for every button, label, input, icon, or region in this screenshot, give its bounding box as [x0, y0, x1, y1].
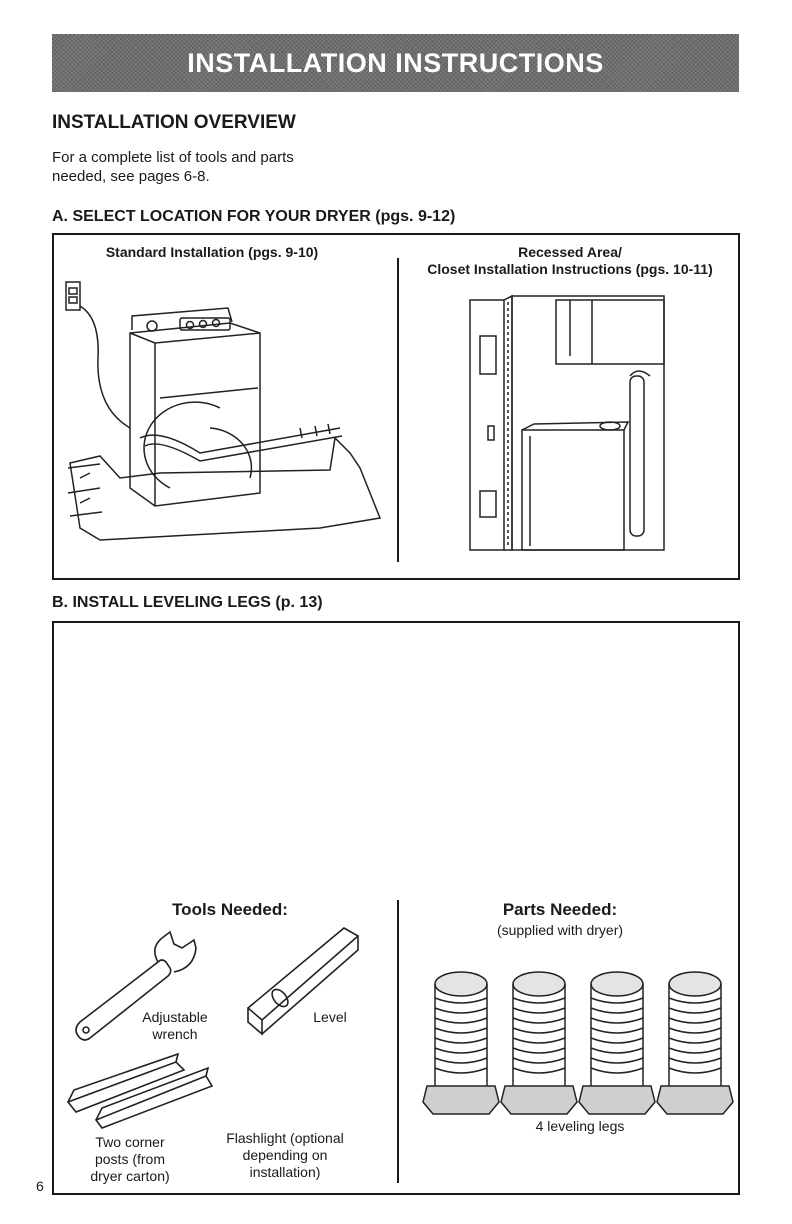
standard-installation-label: Standard Installation (pgs. 9-10) [105, 244, 319, 260]
adjustable-wrench-icon [75, 930, 197, 1041]
level-label: Level [313, 1009, 347, 1025]
location-figure-box [52, 233, 740, 580]
adjustable-wrench-label: Adjustable wrench [142, 1009, 208, 1042]
overview-text: For a complete list of tools and parts n… [52, 149, 294, 185]
location-divider [397, 258, 399, 562]
overview-heading: INSTALLATION OVERVIEW [52, 112, 296, 133]
leveling-legs-icon [422, 971, 734, 1115]
corner-posts-label: Two corner posts (from dryer carton) [90, 1134, 170, 1184]
leveling-legs-label: 4 leveling legs [535, 1118, 625, 1134]
standard-dryer-illustration [65, 281, 382, 541]
recessed-label-line1: Recessed Area/ [518, 244, 622, 260]
recessed-label-line2: Closet Installation Instructions (pgs. 1… [427, 261, 713, 277]
recessed-closet-illustration [469, 294, 665, 551]
banner-title: INSTALLATION INSTRUCTIONS [187, 47, 604, 78]
corner-posts-icon [66, 1052, 214, 1129]
parts-needed-heading: Parts Needed: [502, 900, 618, 919]
section-banner: INSTALLATION INSTRUCTIONS [52, 34, 739, 92]
tools-parts-divider [397, 900, 399, 1183]
section-a-heading: A. SELECT LOCATION FOR YOUR DRYER (pgs. … [52, 208, 456, 225]
section-b-heading: B. INSTALL LEVELING LEGS (p. 13) [52, 594, 323, 611]
level-icon [246, 927, 360, 1036]
page-number: 6 [36, 1178, 44, 1194]
tools-needed-heading: Tools Needed: [172, 900, 288, 919]
parts-needed-subtext: (supplied with dryer) [496, 922, 624, 938]
flashlight-label: Flashlight (optional depending on instal… [226, 1130, 344, 1180]
